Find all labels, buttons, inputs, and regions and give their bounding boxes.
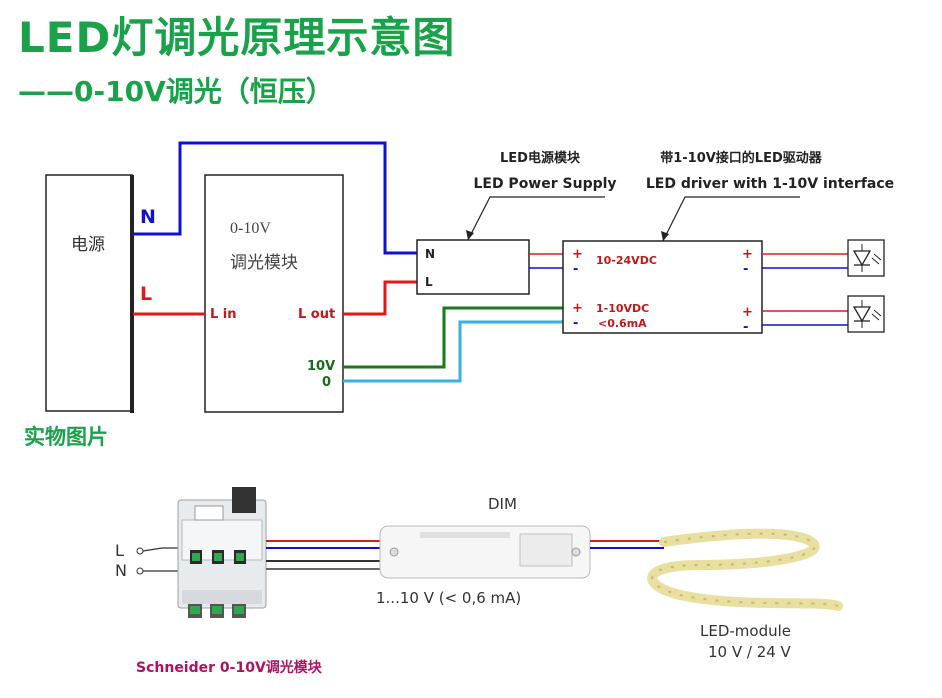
svg-text:-: - [743, 262, 748, 277]
lps-l-label: L [425, 275, 433, 289]
dimmer-module-box [204, 174, 344, 413]
svg-text:+: + [742, 247, 753, 262]
led-driver-box [562, 240, 763, 334]
driver-in-voltage: 1-10VDC [596, 302, 649, 315]
led-icon [847, 239, 885, 277]
osram-driver-image [379, 525, 591, 579]
control-range-label: 1...10 V (< 0,6 mA) [376, 589, 521, 607]
schneider-module-image [177, 487, 267, 618]
driver-callout-line [662, 196, 800, 242]
driver-caption-en: LED driver with 1-10V interface [646, 176, 894, 192]
v10-label: 10V [307, 359, 335, 374]
dimmer-label-1: 0-10V [230, 220, 271, 237]
lps-caption-en: LED Power Supply [473, 176, 616, 192]
led-power-supply-box [416, 239, 530, 295]
svg-text:+: + [742, 305, 753, 320]
v10-wire [343, 306, 563, 369]
power-box-label: 电源 [71, 235, 105, 255]
zero-wire [343, 320, 563, 383]
n-wire-label: N [140, 206, 156, 228]
page-title: LED灯调光原理示意图 [18, 13, 456, 62]
svg-text:+: + [572, 247, 583, 262]
driver-caption-cn: 带1-10V接口的LED驱动器 [660, 150, 823, 166]
driver-out-voltage: 10-24VDC [596, 254, 657, 267]
l-wire-label: L [140, 283, 152, 305]
lps-callout-line [467, 196, 605, 241]
l-out-label: L out [298, 307, 335, 322]
l-in-label: L in [210, 307, 237, 322]
page-subtitle: ——0-10V调光（恒压） [18, 75, 334, 108]
dim-label: DIM [488, 495, 517, 513]
physical-caption: 实物图片 [24, 425, 108, 449]
zero-label: 0 [322, 375, 331, 390]
driver-current: <0.6mA [598, 317, 647, 330]
dimmer-label-2: 调光模块 [230, 253, 298, 273]
svg-text:-: - [573, 262, 578, 277]
svg-text:-: - [743, 320, 748, 335]
lps-n-label: N [425, 247, 435, 261]
photo-l-label: L [115, 541, 124, 560]
power-box [45, 174, 133, 412]
module-voltage-label: 10 V / 24 V [708, 643, 792, 661]
svg-text:-: - [573, 316, 578, 331]
led-icon [847, 295, 885, 333]
led-module-label: LED-module [700, 622, 791, 640]
photo-n-label: N [115, 561, 127, 580]
svg-text:+: + [572, 301, 583, 316]
n-wire [133, 141, 417, 255]
led-strip-image [647, 528, 843, 611]
schneider-caption: Schneider 0-10V调光模块 [136, 659, 323, 676]
l-wire-out [343, 280, 417, 316]
lps-caption-cn: LED电源模块 [500, 150, 581, 166]
